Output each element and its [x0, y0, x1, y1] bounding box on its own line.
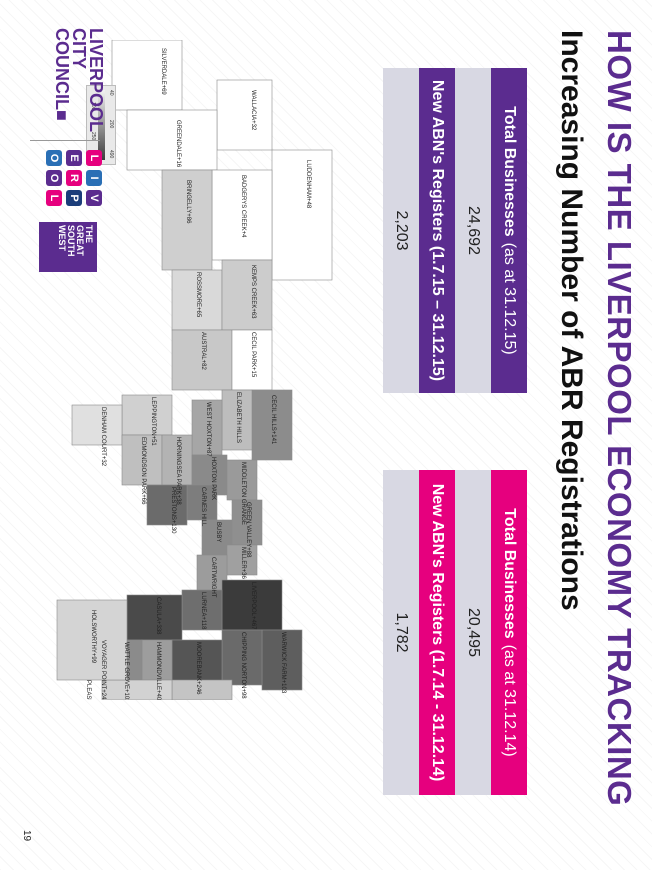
suburb-label: VOYAGER POINT+24	[100, 640, 106, 700]
suburb-label: LIVERPOOL+467	[250, 582, 256, 630]
suburb-label: GREEN VALLEY+88	[245, 502, 251, 558]
legend-tick: 40	[108, 90, 114, 96]
suburb-label: CASULA+338	[155, 597, 161, 635]
suburb-label: AUSTRAL+82	[200, 332, 206, 371]
logo-line-text: COUNCIL	[52, 28, 72, 110]
liverpool-city-council-logo: LIVERPOOL CITY COUNCIL■	[52, 28, 106, 133]
logo-letter: E	[66, 150, 82, 166]
logo-line: LIVERPOOL	[86, 28, 106, 133]
badge-line: SOUTH	[66, 225, 76, 257]
suburb-map: WALLACIA+32 SILVERDALE+69GREENDALE+16LUDD…	[56, 40, 333, 700]
legend-tick: 200	[108, 120, 114, 129]
suburb-label: MOOREBANK+246	[195, 642, 201, 695]
suburb-label: HOLSWORTHY+99	[90, 610, 96, 664]
suburb-label: PRESTONS+130	[170, 487, 176, 534]
suburb-region	[111, 40, 183, 111]
suburb-label: GREENDALE+16	[175, 120, 181, 168]
suburb-label: CECIL PARK+15	[250, 332, 256, 378]
suburb-label: LEPPINGTON+51	[150, 397, 156, 446]
suburb-label: BRINGELLY+86	[185, 180, 191, 224]
logo-letter: L	[86, 150, 102, 166]
suburb-label: EDMONDSON PARK+66	[140, 437, 146, 505]
suburb-label: LUDDENHAM+48	[305, 160, 311, 209]
total-businesses-label: Total Businesses	[501, 106, 518, 237]
total-businesses-header: Total Businesses (as at 31.12.14)	[491, 470, 527, 795]
suburb-region	[271, 149, 333, 281]
suburb-label: SILVERDALE+69	[160, 48, 166, 95]
suburb-label: CARTWRIGHT	[210, 557, 216, 598]
suburb-label: MIDDLETON GRANGE	[240, 462, 246, 525]
suburb-label: WARWICK FARM+103	[280, 632, 286, 694]
suburb-label: CHIPPING NORTON+98	[240, 632, 246, 699]
logo-letter: I	[86, 170, 102, 186]
suburb-label: HOXTON PARK	[210, 457, 216, 500]
total-businesses-header: Total Businesses (as at 31.12.15)	[491, 68, 527, 393]
total-businesses-note: (as at 31.12.14)	[501, 644, 518, 757]
badge-line: THE	[84, 225, 94, 243]
page-title: HOW IS THE LIVERPOOL ECONOMY TRACKING	[601, 30, 638, 807]
suburb-label: PLEASURE POINT+17	[85, 680, 91, 700]
suburb-label: WATTLE GROVE+101	[123, 642, 129, 700]
great-south-west-badge: THE GREAT SOUTH WEST	[39, 222, 97, 272]
suburb-label: BUSBY	[215, 522, 221, 542]
logo-line: COUNCIL■	[52, 28, 72, 132]
suburb-region	[101, 679, 173, 700]
suburb-label: BADGERYS CREEK+4	[240, 175, 246, 238]
logo-letter: V	[86, 190, 102, 206]
suburb-region	[221, 259, 273, 331]
suburb-label: CECIL HILLS+141	[270, 395, 276, 445]
suburb-label: HORNINGSEA PARK+38	[175, 437, 181, 505]
suburb-label: HAMMONDVILLE+40	[155, 642, 161, 700]
suburb-label: CARNES HILL	[200, 487, 206, 527]
suburb-label: MILLER+36	[240, 547, 246, 580]
page-subtitle: Increasing Number of ABR Registrations	[555, 30, 588, 611]
suburb-label: DENHAM COURT+32	[100, 407, 106, 467]
logo-letter: O	[46, 170, 62, 186]
suburb-label: LURNEA+118	[200, 592, 206, 630]
suburb-label: ELIZABETH HILLS	[235, 392, 241, 443]
suburb-label: KEMPS CREEK+63	[250, 265, 256, 319]
total-businesses-note: (as at 31.12.15)	[501, 242, 518, 355]
logo-letter: R	[66, 170, 82, 186]
total-businesses-value: 24,692	[455, 68, 491, 393]
badge-line: WEST	[57, 225, 67, 251]
logo-divider	[30, 140, 100, 141]
suburb-region	[71, 404, 123, 446]
suburb-label: ROSSMORE+65	[195, 272, 201, 318]
suburb-label: WALLACIA+32	[250, 90, 256, 131]
suburb-region	[126, 109, 218, 171]
total-businesses-label: Total Businesses	[501, 508, 518, 639]
legend-tick: 490	[108, 150, 114, 159]
page-number: 19	[21, 830, 32, 842]
suburb-region	[171, 679, 233, 700]
badge-line: GREAT	[75, 225, 85, 256]
total-businesses-value: 20,495	[455, 470, 491, 795]
logo-line: CITY	[69, 28, 89, 70]
suburb-label: WEST HOXTON+87	[205, 402, 211, 457]
logo-dot-icon: ■	[52, 110, 72, 121]
logo-letter: L	[46, 190, 62, 206]
suburb-region	[146, 484, 188, 526]
suburb-region	[56, 599, 128, 681]
suburb-region	[121, 394, 173, 436]
logo-letter: O	[46, 150, 62, 166]
logo-letter: P	[66, 190, 82, 206]
suburb-region	[216, 79, 273, 151]
